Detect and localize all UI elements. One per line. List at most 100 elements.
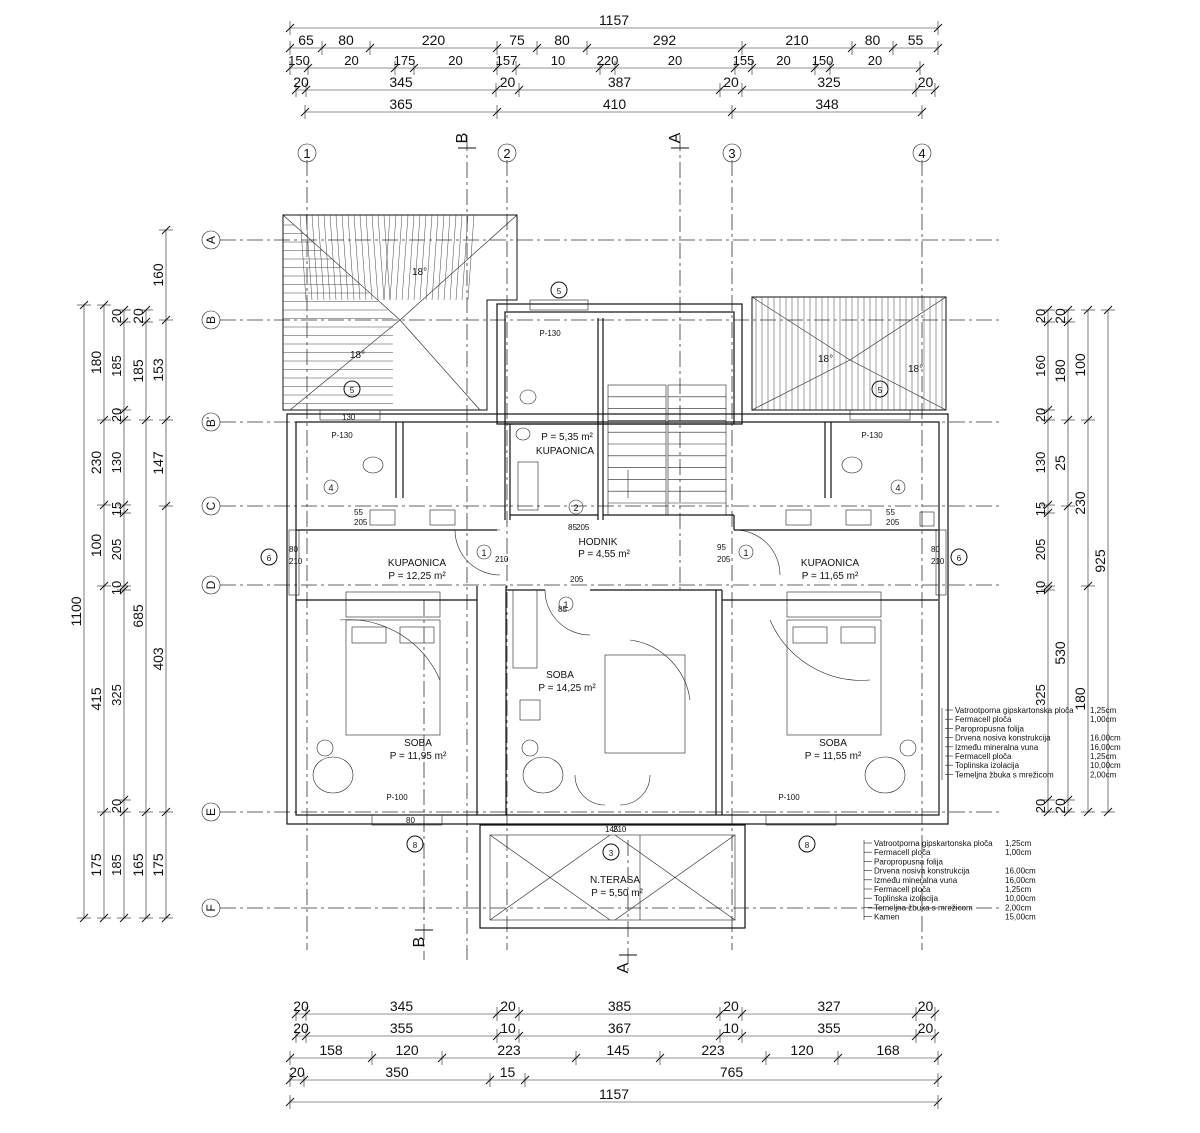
dimension-label: 160 <box>1033 355 1048 377</box>
staircase <box>607 384 727 516</box>
dimension-tick <box>119 405 129 415</box>
dimension-label: 20 <box>293 998 309 1014</box>
dimension-tick <box>437 1053 447 1063</box>
section-label-a: A <box>667 132 684 143</box>
dimension-label: 175 <box>394 53 416 68</box>
dimension-label: 147 <box>150 451 166 475</box>
dimension-tick <box>119 807 129 817</box>
dimension-tick <box>1063 317 1073 327</box>
dimension-tick <box>119 795 129 805</box>
dimension-label: 20 <box>918 998 934 1014</box>
roof-hatch <box>455 214 463 301</box>
doors <box>339 529 871 806</box>
dimension-label: 25 <box>1052 455 1068 471</box>
door-mark: 6 <box>957 554 962 563</box>
dimension-label: 20 <box>109 408 124 422</box>
dimension-tick <box>737 43 747 53</box>
dimension-label: 365 <box>389 96 413 112</box>
dimension-tick <box>99 581 109 591</box>
roof-hatch <box>365 214 373 301</box>
layer-thickness: 16,00cm <box>1005 867 1036 876</box>
dimension-label: 1157 <box>599 1086 629 1102</box>
dimension-tick <box>119 500 129 510</box>
door-mark: 4 <box>895 483 900 493</box>
dimension-label: 20 <box>1052 798 1068 814</box>
roof-hatch <box>305 214 313 301</box>
dimension-tick <box>303 63 313 73</box>
dimension-tick <box>79 300 89 310</box>
room-area: P = 5,35 m² <box>541 432 593 443</box>
dimension-label: 325 <box>1033 684 1048 706</box>
dimension-label: 205 <box>1033 539 1048 561</box>
dimension-tick <box>141 415 151 425</box>
dimension-label: 355 <box>390 1020 414 1036</box>
dimension-label: 765 <box>720 1064 744 1080</box>
opening-dim: 80 <box>931 545 940 554</box>
dimension-tick <box>737 85 747 95</box>
door-mark: 6 <box>267 554 272 563</box>
dimension-tick <box>1063 807 1073 817</box>
roof-hatch <box>425 214 433 301</box>
layer-thickness: 1,25cm <box>1005 839 1032 848</box>
roof-hatch <box>437 214 445 301</box>
dimension-label: 20 <box>1033 309 1048 323</box>
dimension-tick <box>1083 807 1093 817</box>
dimension-label: 325 <box>109 684 124 706</box>
door-mark: 1 <box>563 600 568 610</box>
layer-name: Kamen <box>874 913 899 922</box>
dimension-tick <box>1063 501 1073 511</box>
dimension-tick <box>99 500 109 510</box>
dimension-tick <box>119 913 129 923</box>
roof-pitch-label: 18° <box>818 354 833 365</box>
dimension-label: 20 <box>918 74 934 90</box>
opening-dim: 80 <box>289 545 298 554</box>
dimension-label: 350 <box>385 1064 409 1080</box>
dimension-label: 20 <box>1033 408 1048 422</box>
dimension-tick <box>492 1009 502 1019</box>
dimension-label: 120 <box>790 1042 814 1058</box>
dimension-tick <box>141 317 151 327</box>
dimension-label: 10 <box>500 1020 516 1036</box>
dimension-label: 10 <box>1033 581 1048 595</box>
layer-name: Vatrootporna gipskartonska ploča <box>874 839 993 848</box>
dimension-label: 185 <box>109 355 124 377</box>
dimension-label: 145 <box>606 1042 630 1058</box>
dimension-label: 385 <box>608 998 632 1014</box>
dimension-label: 223 <box>497 1042 521 1058</box>
dimension-label: 80 <box>338 32 354 48</box>
dimension-tick <box>285 1097 295 1107</box>
dimension-tick <box>610 63 620 73</box>
dimension-tick <box>1043 585 1053 595</box>
dimension-tick <box>933 43 943 53</box>
door-mark: 8 <box>413 841 418 850</box>
roof-left: 18° 18° <box>282 214 518 411</box>
dimension-tick <box>933 1075 943 1085</box>
dimension-tick <box>299 1075 309 1085</box>
dimension-label: 345 <box>389 74 413 90</box>
dimension-tick <box>1063 415 1073 425</box>
dimension-label: 205 <box>109 539 124 561</box>
room-area: P = 4,55 m² <box>578 549 630 560</box>
dimension-tick <box>141 913 151 923</box>
dimension-tick <box>833 1053 843 1063</box>
dimension-tick <box>847 43 857 53</box>
opening-dim: 85 <box>568 523 577 532</box>
roof-hatch <box>449 214 457 301</box>
layer-name: Paropropusna folija <box>874 857 943 866</box>
dimension-tick <box>492 63 502 73</box>
dimension-tick <box>301 1009 311 1019</box>
dimension-tick <box>511 63 521 73</box>
dimension-label: 15 <box>500 1064 516 1080</box>
opening-dim: 130 <box>342 413 356 422</box>
dimension-label: 387 <box>608 74 632 90</box>
layer-thickness: 2,00cm <box>1005 903 1032 912</box>
opening-dim: 205 <box>354 518 368 527</box>
dimension-label: 158 <box>319 1042 343 1058</box>
grid-col-label: 3 <box>728 146 735 161</box>
room-name: KUPAONICA <box>388 558 446 569</box>
dimension-tick <box>1103 807 1113 817</box>
opening-dim: 210 <box>495 555 509 564</box>
dimension-tick <box>285 1075 295 1085</box>
dimension-label: 685 <box>130 604 146 628</box>
